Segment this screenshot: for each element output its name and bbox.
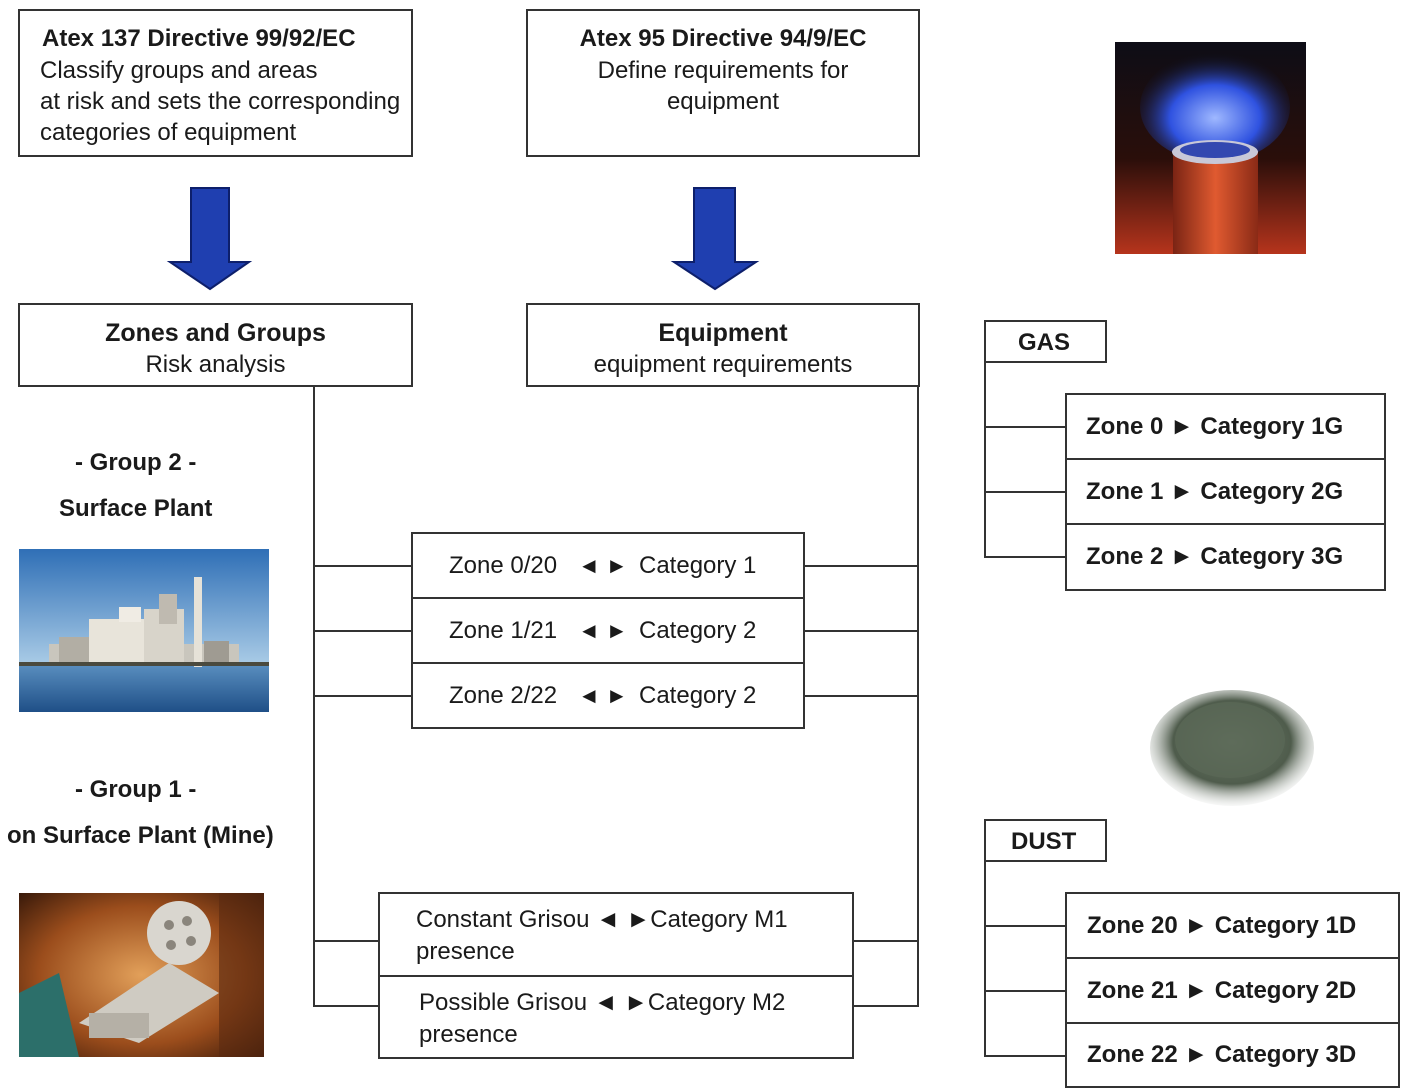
zone-row: Zone 0/20 ◄ ► Category 1: [413, 534, 803, 599]
dust-row-text: Zone 20 ► Category 1D: [1087, 911, 1357, 939]
connector-line: [313, 695, 411, 697]
mine-category-table: Constant Grisou ◄ ►Category M1 presence …: [378, 892, 854, 1059]
group1-label: - Group 1 -: [75, 776, 197, 803]
surface-plant-photo: [19, 549, 269, 712]
atex137-line-1: Classify groups and areas: [40, 57, 318, 84]
bidirectional-arrow-icon: ◄ ►: [578, 617, 628, 643]
dust-trunk-line: [984, 862, 986, 1057]
category-label: Category 1: [639, 551, 757, 579]
gas-row: Zone 2 ► Category 3G: [1067, 525, 1384, 589]
left-trunk-line: [313, 387, 315, 1007]
connector-line: [313, 1005, 378, 1007]
group1-name: on Surface Plant (Mine): [7, 822, 274, 849]
gas-table: Zone 0 ► Category 1G Zone 1 ► Category 2…: [1065, 393, 1386, 591]
atex95-title: Atex 95 Directive 94/9/EC: [579, 25, 867, 52]
zone-category-table: Zone 0/20 ◄ ► Category 1 Zone 1/21 ◄ ► C…: [411, 532, 805, 729]
zone-row: Zone 1/21 ◄ ► Category 2: [413, 599, 803, 664]
connector-line: [313, 940, 378, 942]
equipment-title: Equipment: [658, 319, 788, 347]
gas-row-text: Zone 1 ► Category 2G: [1086, 477, 1344, 505]
zone-label: Zone 2/22: [449, 681, 558, 709]
connector-line: [805, 630, 919, 632]
zones-groups-title: Zones and Groups: [105, 319, 326, 347]
atex137-line-3: categories of equipment: [40, 119, 297, 146]
connector-line: [313, 630, 411, 632]
category-label: Category 2: [639, 681, 757, 709]
atex95-line-1: Define requirements for: [597, 57, 849, 84]
gas-row-text: Zone 2 ► Category 3G: [1086, 543, 1344, 570]
equipment-box: Equipment equipment requirements: [526, 303, 920, 387]
dust-label: DUST: [1011, 828, 1077, 855]
connector-line: [853, 940, 919, 942]
connector-line: [805, 565, 919, 567]
category-label: Category 2: [639, 616, 757, 644]
zone-row: Zone 2/22 ◄ ► Category 2: [413, 664, 803, 727]
down-arrow-icon: [670, 187, 760, 291]
mine-equipment-photo: [19, 893, 264, 1057]
dust-row: Zone 20 ► Category 1D: [1067, 894, 1398, 959]
atex95-box: Atex 95 Directive 94/9/EC Define require…: [526, 9, 920, 157]
zone-label: Zone 1/21: [449, 616, 558, 644]
mine-row-line1: Constant Grisou ◄ ►Category M1: [416, 906, 788, 933]
connector-line: [853, 1005, 919, 1007]
gas-flame-photo: [1115, 42, 1306, 254]
dust-row-text: Zone 22 ► Category 3D: [1087, 1041, 1357, 1068]
bidirectional-arrow-icon: ◄ ►: [578, 552, 628, 578]
group2-name: Surface Plant: [59, 495, 213, 522]
atex95-line-2: equipment: [666, 88, 780, 115]
gas-row: Zone 0 ► Category 1G: [1067, 395, 1384, 460]
mine-row: Possible Grisou ◄ ►Category M2 presence: [380, 977, 852, 1057]
right-trunk-line: [917, 387, 919, 1007]
connector-line: [984, 990, 1066, 992]
dust-label-box: DUST: [984, 819, 1107, 862]
gas-label-box: GAS: [984, 320, 1107, 363]
zone-label: Zone 0/20: [449, 551, 558, 579]
atex137-line-2: at risk and sets the corresponding: [40, 88, 401, 115]
group2-label: - Group 2 -: [75, 449, 197, 476]
connector-line: [805, 695, 919, 697]
down-arrow-icon: [166, 187, 253, 291]
dust-table: Zone 20 ► Category 1D Zone 21 ► Category…: [1065, 892, 1400, 1088]
equipment-subtitle: equipment requirements: [593, 351, 853, 378]
connector-line: [984, 426, 1066, 428]
atex137-title: Atex 137 Directive 99/92/EC: [42, 25, 356, 52]
connector-line: [984, 1055, 1066, 1057]
atex137-box: Atex 137 Directive 99/92/EC Classify gro…: [18, 9, 413, 157]
mine-row: Constant Grisou ◄ ►Category M1 presence: [380, 894, 852, 977]
connector-line: [313, 565, 411, 567]
mine-row-line2: presence: [416, 938, 515, 965]
mine-row-line1: Possible Grisou ◄ ►Category M2: [419, 989, 786, 1016]
connector-line: [984, 491, 1066, 493]
bidirectional-arrow-icon: ◄ ►: [578, 682, 628, 708]
gas-row-text: Zone 0 ► Category 1G: [1086, 412, 1344, 440]
zones-groups-box: Zones and Groups Risk analysis: [18, 303, 413, 387]
zones-groups-subtitle: Risk analysis: [145, 351, 286, 378]
gas-label: GAS: [1018, 329, 1071, 356]
dust-pile-photo: [1140, 670, 1320, 815]
mine-row-line2: presence: [419, 1021, 518, 1048]
gas-row: Zone 1 ► Category 2G: [1067, 460, 1384, 525]
dust-row: Zone 21 ► Category 2D: [1067, 959, 1398, 1024]
connector-line: [984, 556, 1066, 558]
connector-line: [984, 925, 1066, 927]
dust-row-text: Zone 21 ► Category 2D: [1087, 976, 1357, 1004]
dust-row: Zone 22 ► Category 3D: [1067, 1024, 1398, 1086]
gas-trunk-line: [984, 363, 986, 558]
